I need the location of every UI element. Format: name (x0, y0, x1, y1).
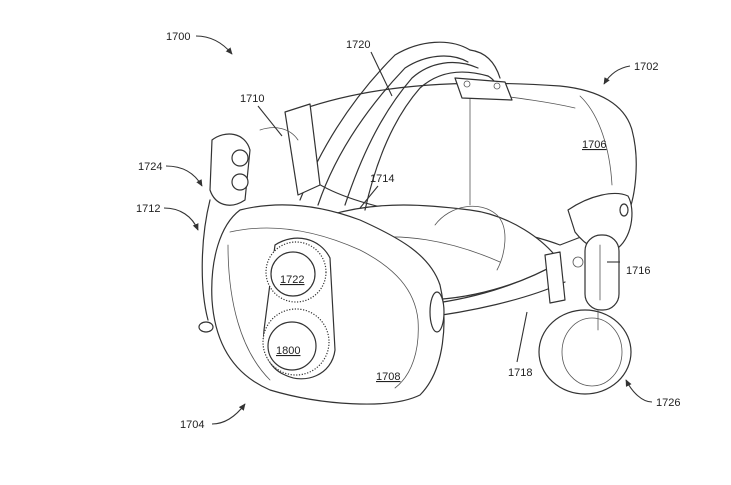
label-1704: 1704 (180, 419, 204, 431)
upper-lens-1722 (270, 251, 316, 297)
lower-lens-1800 (267, 321, 317, 371)
top-strap-1720 (299, 41, 513, 211)
label-1716: 1716 (626, 265, 650, 277)
label-1718: 1718 (508, 367, 532, 379)
label-1708: 1708 (376, 371, 400, 383)
reference-labels: 1700 1702 1704 1706 1708 1710 1712 1714 … (136, 31, 680, 431)
label-1800: 1800 (276, 345, 300, 357)
label-1714: 1714 (370, 173, 394, 185)
headphone-speaker-1726 (538, 309, 632, 395)
label-1720: 1720 (346, 39, 370, 51)
leader-lines (163, 35, 653, 425)
lens-assembly (262, 237, 336, 380)
label-1724: 1724 (138, 161, 162, 173)
label-1706: 1706 (582, 139, 606, 151)
label-1702: 1702 (634, 61, 658, 73)
label-1726: 1726 (656, 397, 680, 409)
label-1710: 1710 (240, 93, 264, 105)
right-audio-mount-1716 (567, 193, 633, 311)
left-audio-mount-1710 (198, 103, 321, 333)
head-strap-1718 (419, 251, 566, 319)
label-1700: 1700 (166, 31, 190, 43)
label-1722: 1722 (280, 274, 304, 286)
label-1712: 1712 (136, 203, 160, 215)
